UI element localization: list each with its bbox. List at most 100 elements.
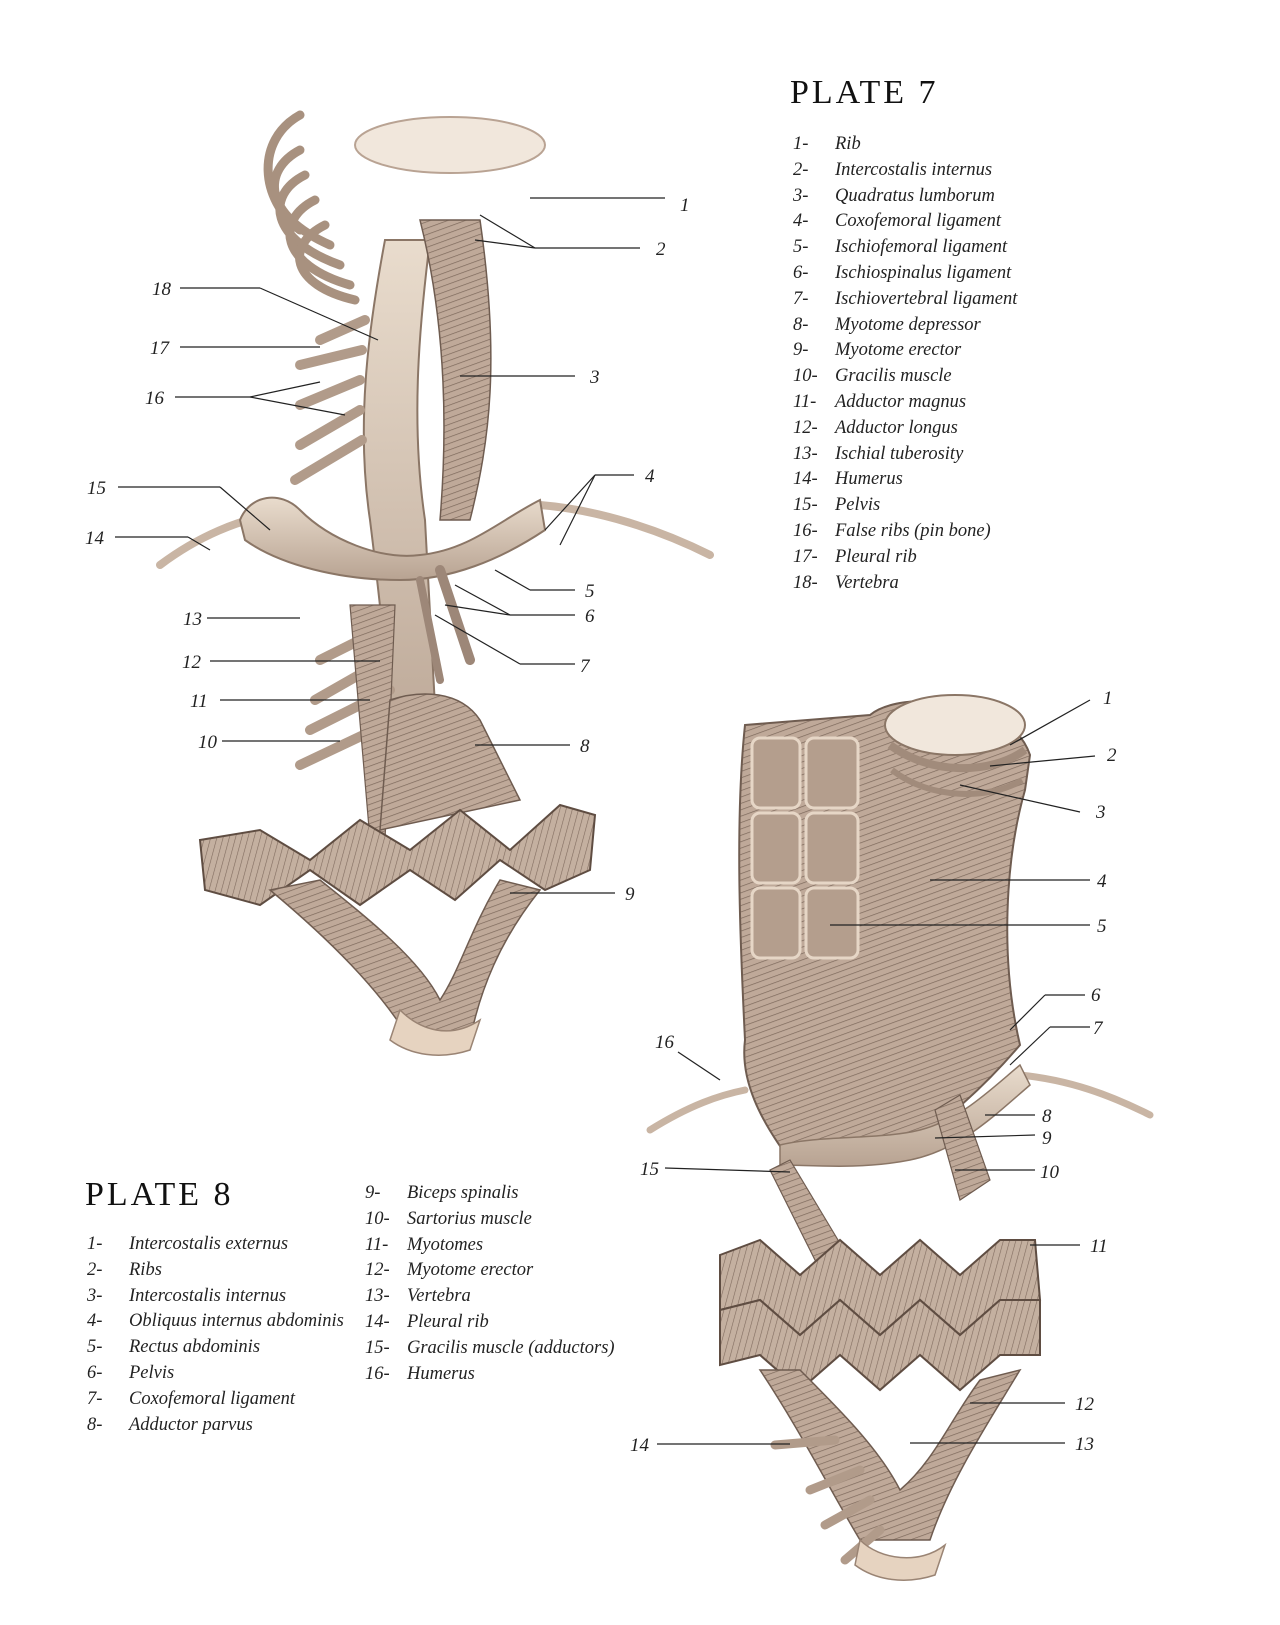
legend-row: 12-Adductor longus bbox=[793, 416, 1017, 442]
legend-num: 14- bbox=[793, 469, 818, 490]
legend-label: Pelvis bbox=[129, 1362, 175, 1383]
legend-label: Adductor longus bbox=[835, 417, 958, 438]
legend-row: 5-Ischiofemoral ligament bbox=[793, 235, 1017, 261]
plate7-callout-15: 15 bbox=[87, 478, 106, 499]
legend-num: 9- bbox=[365, 1183, 381, 1203]
legend-row: 2- Intercostalis internus bbox=[793, 158, 1017, 184]
legend-num: 16- bbox=[793, 520, 818, 541]
legend-num: 8- bbox=[87, 1414, 103, 1435]
plate8-callout-13: 13 bbox=[1075, 1434, 1094, 1455]
legend-row: 2- Ribs bbox=[87, 1258, 344, 1284]
legend-row: 16-False ribs (pin bone) bbox=[793, 519, 1017, 545]
legend-row: 8- Adductor parvus bbox=[87, 1413, 344, 1439]
plate7-ribs bbox=[263, 110, 360, 305]
legend-num: 12- bbox=[365, 1260, 390, 1281]
plate8-callout-8: 8 bbox=[1042, 1106, 1052, 1127]
plate7-callout-12: 12 bbox=[182, 652, 202, 673]
legend-label: Gracilis muscle bbox=[835, 366, 952, 387]
legend-num: 2- bbox=[793, 159, 809, 180]
legend-label: Adductor parvus bbox=[129, 1414, 253, 1435]
plate7-callout-13: 13 bbox=[183, 609, 202, 630]
legend-label: Humerus bbox=[407, 1363, 475, 1384]
plate7-callout-5: 5 bbox=[585, 581, 595, 602]
legend-row: 9-Myotome erector bbox=[793, 338, 1017, 364]
legend-num: 6- bbox=[87, 1362, 103, 1383]
legend-row: 14-Pleural rib bbox=[365, 1310, 615, 1336]
plate7-callout-6: 6 bbox=[585, 606, 595, 627]
legend-num: 1- bbox=[793, 134, 809, 154]
legend-row: 6- Pelvis bbox=[87, 1361, 344, 1387]
legend-num: 16- bbox=[365, 1363, 390, 1384]
legend-num: 18- bbox=[793, 572, 818, 593]
legend-num: 5- bbox=[793, 237, 809, 258]
legend-num: 13- bbox=[793, 443, 818, 464]
legend-label: Pelvis bbox=[835, 495, 881, 516]
plate8-callout-15: 15 bbox=[640, 1159, 659, 1180]
legend-row: 16- Humerus bbox=[365, 1362, 615, 1388]
plate8-callout-6: 6 bbox=[1091, 985, 1101, 1006]
plate8-callout-14: 14 bbox=[630, 1435, 650, 1456]
plate7-callout-7: 7 bbox=[580, 656, 591, 677]
legend-label: Sartorius muscle bbox=[407, 1208, 532, 1229]
legend-label: Myotome erector bbox=[407, 1260, 534, 1281]
plate7-pelvis bbox=[238, 496, 547, 582]
legend-num: 7- bbox=[87, 1388, 103, 1409]
plate8-callout-12: 12 bbox=[1075, 1394, 1095, 1415]
legend-row: 15-Gracilis muscle (adductors) bbox=[365, 1336, 615, 1362]
legend-num: 14- bbox=[365, 1311, 390, 1332]
legend-row: 17-Pleural rib bbox=[793, 545, 1017, 571]
plate8-callout-2: 2 bbox=[1107, 745, 1117, 766]
plate7-leader-lines bbox=[115, 197, 665, 894]
plate8-callout-10: 10 bbox=[1040, 1162, 1060, 1183]
legend-label: Ischial tuberosity bbox=[835, 443, 964, 464]
legend-row: 4- Obliquus internus abdominis bbox=[87, 1309, 344, 1335]
legend-label: Ischiovertebral ligament bbox=[835, 288, 1018, 309]
plate8-pelvis bbox=[779, 1063, 1031, 1167]
legend-row: 1-Rib bbox=[793, 132, 1017, 158]
legend-num: 17- bbox=[793, 546, 818, 567]
plate7-callout-11: 11 bbox=[190, 691, 208, 712]
plate8-leader-lines bbox=[657, 699, 1096, 1445]
plate7-callout-1: 1 bbox=[680, 195, 690, 216]
plate8-callouts: 1 2 3 4 5 6 7 8 9 10 11 12 13 14 15 16 bbox=[630, 688, 1117, 1456]
plate8-tail bbox=[758, 1368, 1022, 1541]
legend-label: Humerus bbox=[835, 469, 903, 490]
plate7-callouts: 1 2 3 4 5 6 7 8 9 10 11 12 13 14 15 16 1… bbox=[85, 195, 690, 905]
plate7-title: PLATE 7 bbox=[790, 74, 939, 111]
plate8-callout-1: 1 bbox=[1103, 688, 1113, 709]
plate7-legend: 1-Rib 2- Intercostalis internus 3-Quadrat… bbox=[793, 132, 1017, 596]
legend-num: 4- bbox=[87, 1311, 103, 1332]
plate7-myotome-depressor bbox=[379, 693, 522, 831]
legend-num: 3- bbox=[87, 1285, 103, 1306]
legend-label: Ribs bbox=[129, 1259, 162, 1280]
legend-label: Obliquus internus abdominis bbox=[129, 1311, 344, 1332]
legend-num: 4- bbox=[793, 211, 809, 232]
legend-label: Adductor magnus bbox=[835, 391, 967, 412]
plate8-callout-9: 9 bbox=[1042, 1128, 1052, 1149]
plate7-callout-16: 16 bbox=[145, 388, 165, 409]
legend-row: 13- Ischial tuberosity bbox=[793, 442, 1017, 468]
legend-row: 1-Intercostalis externus bbox=[87, 1232, 344, 1258]
legend-num: 6- bbox=[793, 262, 809, 283]
legend-label: Intercostalis internus bbox=[835, 159, 993, 180]
plate7-callout-18: 18 bbox=[152, 279, 172, 300]
legend-num: 5- bbox=[87, 1337, 103, 1358]
plate8-callout-7: 7 bbox=[1093, 1018, 1104, 1039]
plate7-callout-10: 10 bbox=[198, 732, 218, 753]
legend-row: 3-Quadratus lumborum bbox=[793, 184, 1017, 210]
legend-label: Vertebra bbox=[407, 1286, 471, 1307]
plate7-callout-14: 14 bbox=[85, 528, 105, 549]
plate8-callout-11: 11 bbox=[1090, 1236, 1108, 1257]
legend-num: 11- bbox=[365, 1234, 389, 1255]
legend-num: 2- bbox=[87, 1259, 103, 1280]
plate8-illustration bbox=[646, 694, 1154, 1581]
plate8-callout-5: 5 bbox=[1097, 916, 1107, 937]
plate7-callout-17: 17 bbox=[150, 338, 171, 359]
legend-label: Coxofemoral ligament bbox=[835, 211, 1001, 232]
plate8-legend-col1: 1-Intercostalis externus 2-Ribs 3-Interc… bbox=[87, 1232, 344, 1438]
plate7-myotomes bbox=[198, 803, 597, 907]
plate7-callout-3: 3 bbox=[589, 367, 600, 388]
legend-row: 11-Myotomes bbox=[365, 1233, 615, 1259]
legend-num: 9- bbox=[793, 340, 809, 361]
plate8-humerus bbox=[646, 1086, 749, 1134]
